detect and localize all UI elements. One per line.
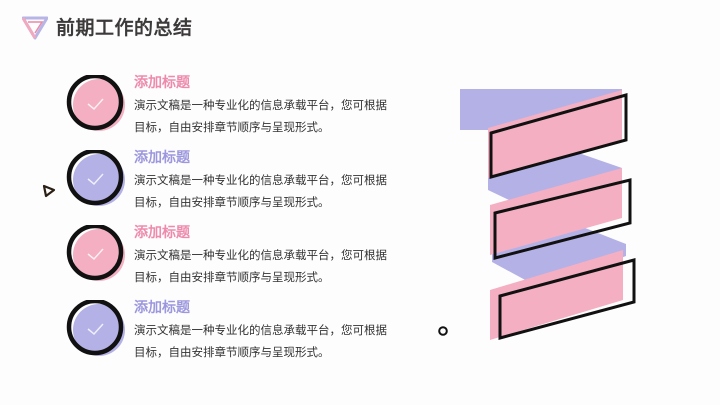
check-icon [87, 248, 104, 261]
check-icon [87, 323, 104, 336]
check-badge-pink [66, 225, 125, 281]
list-item: 添加标题 演示文稿是一种专业化的信息承载平台，您可根据 目标，自由安排章节顺序与… [62, 75, 422, 145]
triangle-outline-icon [42, 184, 56, 198]
list-item: 添加标题 演示文稿是一种专业化的信息承载平台，您可根据 目标，自由安排章节顺序与… [62, 300, 422, 370]
item-description: 演示文稿是一种专业化的信息承载平台，您可根据 目标，自由安排章节顺序与呈现形式。 [134, 248, 387, 284]
check-icon [87, 98, 104, 111]
circle-outline-icon [438, 326, 448, 336]
check-badge-pink [66, 75, 125, 131]
check-badge-blue [66, 300, 125, 356]
item-title: 添加标题 [134, 75, 190, 91]
item-title: 添加标题 [134, 300, 190, 316]
list-item: 添加标题 演示文稿是一种专业化的信息承载平台，您可根据 目标，自由安排章节顺序与… [62, 225, 422, 295]
check-badge-blue [66, 150, 125, 206]
impossible-triangle-icon [22, 16, 48, 40]
item-description: 演示文稿是一种专业化的信息承载平台，您可根据 目标，自由安排章节顺序与呈现形式。 [134, 323, 387, 359]
item-title: 添加标题 [134, 225, 190, 241]
page-title: 前期工作的总结 [56, 17, 193, 39]
item-description: 演示文稿是一种专业化的信息承载平台，您可根据 目标，自由安排章节顺序与呈现形式。 [134, 173, 387, 209]
item-title: 添加标题 [134, 150, 190, 166]
check-icon [87, 173, 104, 186]
list-item: 添加标题 演示文稿是一种专业化的信息承载平台，您可根据 目标，自由安排章节顺序与… [62, 150, 422, 220]
item-description: 演示文稿是一种专业化的信息承载平台，您可根据 目标，自由安排章节顺序与呈现形式。 [134, 98, 387, 134]
